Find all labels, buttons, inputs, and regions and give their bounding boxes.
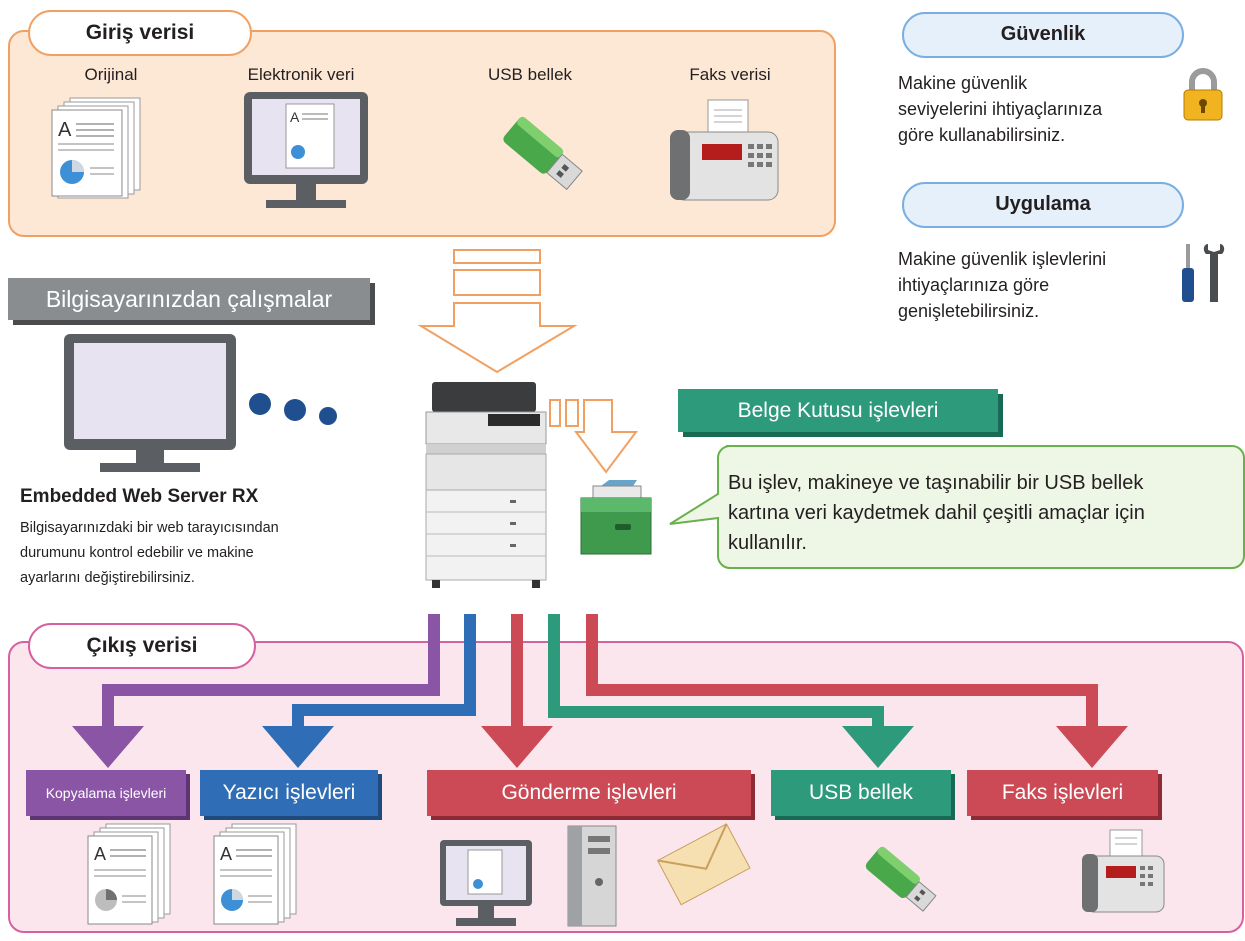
application-text-line: Makine güvenlik işlevlerini (898, 249, 1107, 269)
security-text-line: seviyelerini ihtiyaçlarınıza (898, 99, 1103, 119)
output-flow-arrows (72, 614, 1128, 768)
fax-output-icon (1082, 829, 1165, 913)
print-document-icon: A (213, 823, 297, 925)
security-text-line: Makine güvenlik (898, 73, 1028, 93)
security-text-line: göre kullanabilirsiniz. (898, 125, 1066, 145)
input-item-electronic-label: Elektronik veri (247, 65, 355, 84)
document-box-callout (669, 445, 1245, 569)
original-document-icon: A (51, 97, 141, 199)
svg-text:A: A (220, 844, 232, 864)
application-title: Uygulama (902, 182, 1184, 228)
ews-text-line: ayarlarını değiştirebilirsiniz. (20, 570, 195, 586)
ews-text-line: Bilgisayarınızdaki bir web tarayıcısında… (20, 520, 279, 536)
application-text-line: genişletebilirsiniz. (898, 301, 1040, 321)
input-item-original-label: Orijinal (84, 65, 138, 84)
send-functions-label: Gönderme işlevleri (427, 770, 751, 816)
input-item-fax-label: Faks verisi (689, 65, 771, 84)
usb-memory-output-icon (865, 846, 937, 912)
document-box-label: Belge Kutusu işlevleri (678, 389, 998, 432)
multifunction-printer-icon (425, 382, 547, 588)
callout-text-line: kartına veri kaydetmek dahil çeşitli ama… (728, 502, 1145, 524)
callout-text-line: kullanılır. (728, 532, 807, 554)
svg-text:A: A (58, 119, 72, 141)
send-computer-icon (440, 840, 532, 926)
application-text-line: ihtiyaçlarınıza göre (898, 275, 1050, 295)
email-envelope-icon (656, 823, 751, 906)
callout-text-line: Bu işlev, makineye ve taşınabilir bir US… (728, 472, 1144, 494)
padlock-icon (1183, 68, 1223, 121)
document-box-callout-text: Bu işlev, makineye ve taşınabilir bir US… (728, 468, 1240, 558)
input-flow-arrow (418, 249, 578, 374)
printer-functions-label: Yazıcı işlevleri (200, 770, 378, 816)
fax-machine-icon (670, 99, 779, 201)
ews-description: Bilgisayarınızdaki bir web tarayıcısında… (20, 516, 380, 591)
fax-functions-label: Faks işlevleri (967, 770, 1158, 816)
svg-text:A: A (94, 844, 106, 864)
ews-title: Embedded Web Server RX (20, 486, 259, 507)
security-title: Güvenlik (902, 12, 1184, 58)
svg-text:A: A (290, 109, 300, 125)
input-data-title: Giriş verisi (28, 10, 252, 56)
security-description: Makine güvenlik seviyelerini ihtiyaçları… (898, 70, 1198, 148)
monitor-electronic-data-icon: A (244, 92, 368, 208)
document-box-flow-arrow (549, 399, 638, 474)
server-icon (567, 825, 617, 927)
pc-works-label: Bilgisayarınızdan çalışmalar (8, 278, 370, 320)
computer-monitor-icon (64, 334, 236, 472)
usb-memory-icon (503, 116, 583, 191)
application-description: Makine güvenlik işlevlerini ihtiyaçların… (898, 246, 1198, 324)
ellipsis-dots-icon (249, 393, 337, 425)
input-item-usb-label: USB bellek (487, 65, 573, 84)
usb-memory-output-label: USB bellek (771, 770, 951, 816)
tools-icon (1182, 244, 1225, 302)
ews-text-line: durumunu kontrol edebilir ve makine (20, 545, 254, 561)
output-data-title: Çıkış verisi (28, 623, 256, 669)
copy-functions-label: Kopyalama işlevleri (26, 770, 186, 816)
copy-document-icon: A (87, 823, 171, 925)
document-box-icon (580, 480, 652, 555)
